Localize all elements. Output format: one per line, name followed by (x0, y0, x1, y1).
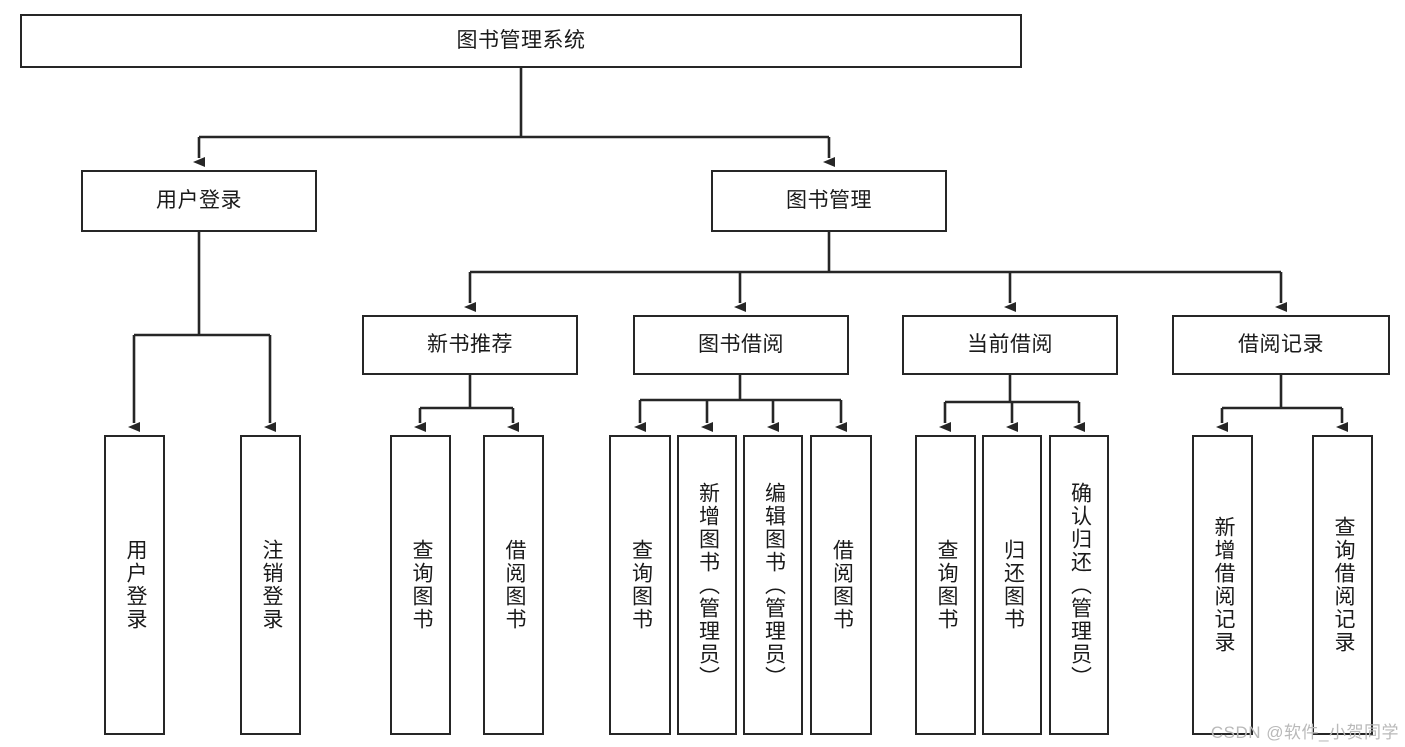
node-leaf-confirm-return-admin[interactable]: 确认归还（管理员） (1049, 435, 1109, 735)
node-new-book-recommend-label: 新书推荐 (427, 333, 513, 357)
node-leaf-add-borrow-record-label: 新增借阅记录 (1211, 516, 1235, 654)
node-borrow-record[interactable]: 借阅记录 (1172, 315, 1390, 375)
node-book-manage[interactable]: 图书管理 (711, 170, 947, 232)
node-leaf-query-book-recommend-label: 查询图书 (409, 539, 433, 631)
node-leaf-confirm-return-admin-label: 确认归还（管理员） (1068, 481, 1092, 689)
node-book-borrow[interactable]: 图书借阅 (633, 315, 849, 375)
node-leaf-borrow-book-label: 借阅图书 (830, 539, 854, 631)
node-leaf-return-book[interactable]: 归还图书 (982, 435, 1042, 735)
node-leaf-user-login-label: 用户登录 (123, 539, 147, 631)
node-leaf-query-book-borrow[interactable]: 查询图书 (609, 435, 671, 735)
csdn-watermark: CSDN @软件_小贺同学 (1210, 723, 1399, 742)
node-leaf-user-login[interactable]: 用户登录 (104, 435, 165, 735)
node-leaf-borrow-book[interactable]: 借阅图书 (810, 435, 872, 735)
node-borrow-record-label: 借阅记录 (1238, 333, 1324, 357)
node-leaf-query-book-borrow-label: 查询图书 (629, 539, 653, 631)
node-leaf-add-borrow-record[interactable]: 新增借阅记录 (1192, 435, 1253, 735)
node-leaf-edit-book-admin[interactable]: 编辑图书（管理员） (743, 435, 803, 735)
node-leaf-logout-label: 注销登录 (259, 539, 283, 631)
node-leaf-query-borrow-record[interactable]: 查询借阅记录 (1312, 435, 1373, 735)
node-leaf-add-book-admin[interactable]: 新增图书（管理员） (677, 435, 737, 735)
node-user-login-label: 用户登录 (156, 189, 242, 213)
node-current-borrow-label: 当前借阅 (967, 333, 1053, 357)
node-leaf-logout[interactable]: 注销登录 (240, 435, 301, 735)
node-leaf-query-book-current[interactable]: 查询图书 (915, 435, 976, 735)
node-root[interactable]: 图书管理系统 (20, 14, 1022, 68)
node-leaf-borrow-book-recommend-label: 借阅图书 (502, 539, 526, 631)
node-book-borrow-label: 图书借阅 (698, 333, 784, 357)
node-current-borrow[interactable]: 当前借阅 (902, 315, 1118, 375)
node-leaf-edit-book-admin-label: 编辑图书（管理员） (762, 481, 786, 689)
node-leaf-query-book-recommend[interactable]: 查询图书 (390, 435, 451, 735)
node-user-login[interactable]: 用户登录 (81, 170, 317, 232)
node-root-label: 图书管理系统 (456, 29, 586, 53)
node-leaf-return-book-label: 归还图书 (1001, 539, 1025, 631)
node-leaf-query-book-current-label: 查询图书 (934, 539, 958, 631)
node-leaf-borrow-book-recommend[interactable]: 借阅图书 (483, 435, 544, 735)
node-book-manage-label: 图书管理 (786, 189, 872, 213)
node-leaf-query-borrow-record-label: 查询借阅记录 (1331, 516, 1355, 654)
node-leaf-add-book-admin-label: 新增图书（管理员） (696, 481, 720, 689)
node-new-book-recommend[interactable]: 新书推荐 (362, 315, 578, 375)
